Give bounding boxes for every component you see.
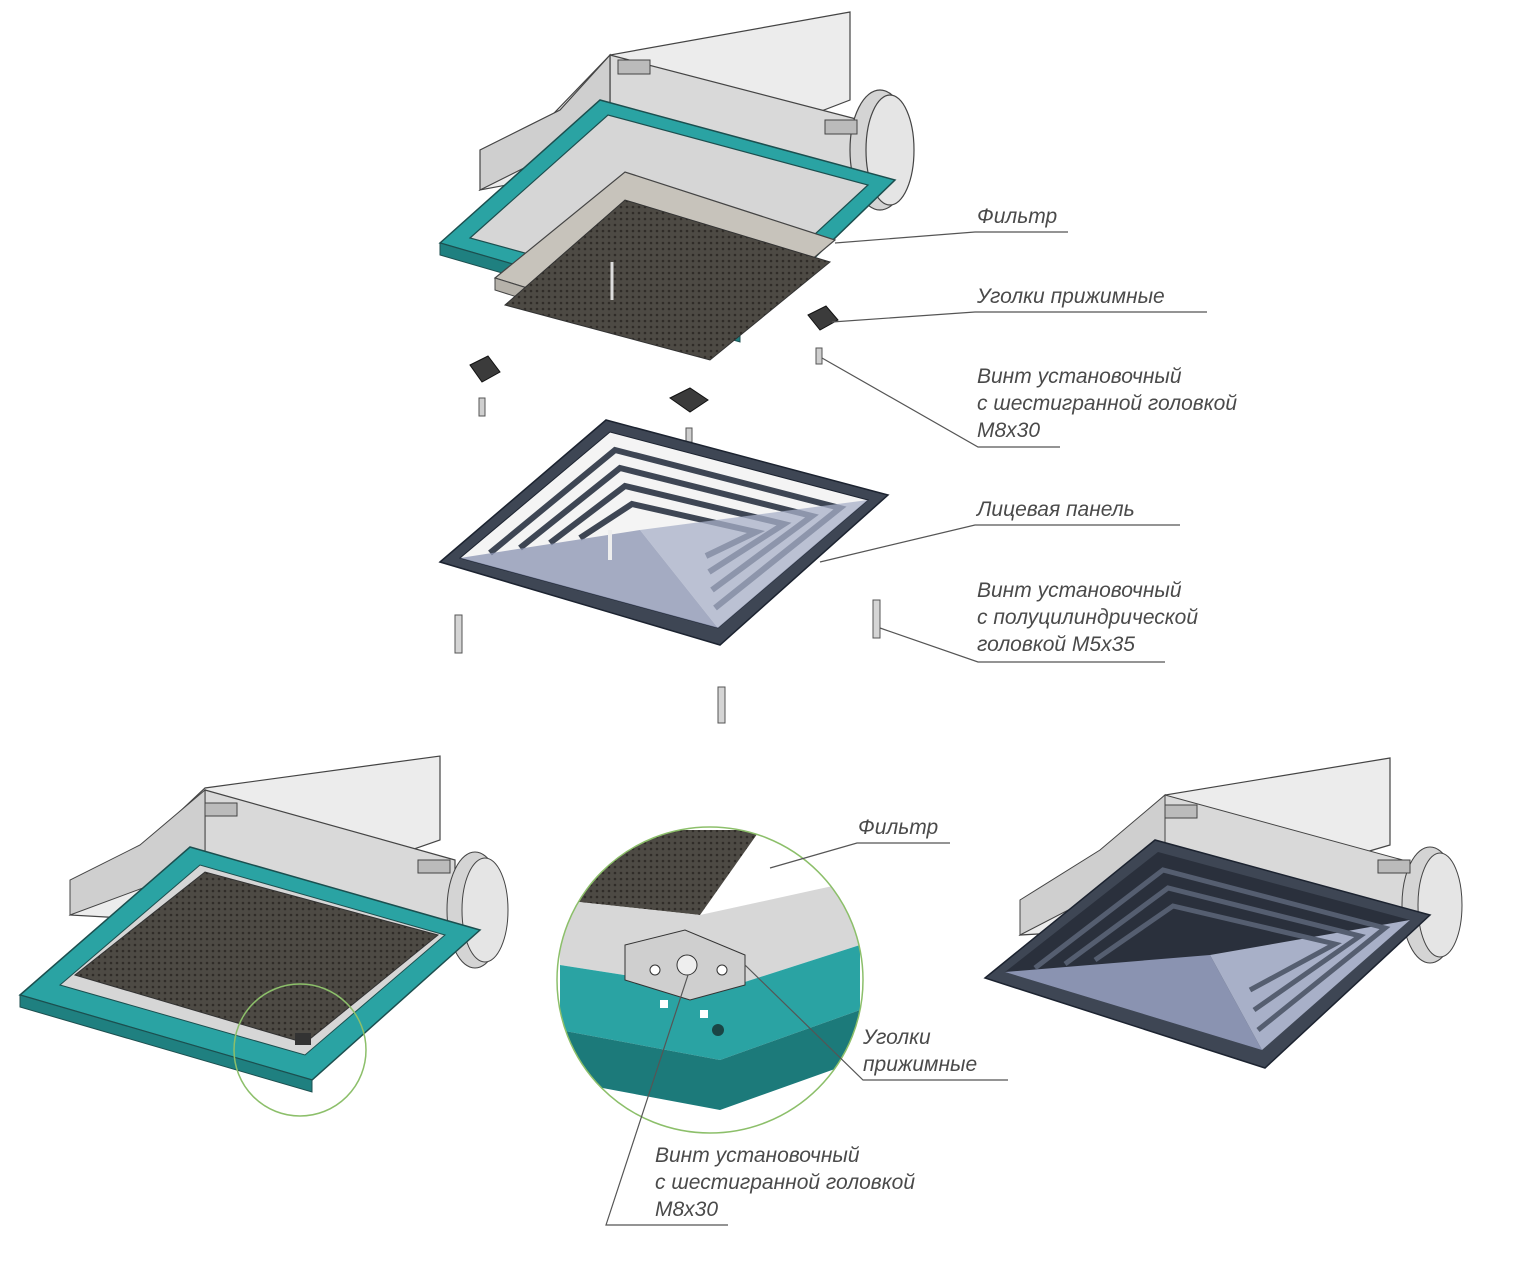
assembly-with-grille bbox=[983, 757, 1463, 1069]
leader-screw-cyl bbox=[879, 627, 1165, 663]
face-panel-grille bbox=[438, 419, 890, 646]
label-filter-detail: Фильтр bbox=[858, 816, 939, 839]
assembly-with-filter bbox=[18, 755, 509, 1117]
label-clamps-top: Уголки прижимные bbox=[977, 285, 1165, 308]
label-clamps-detail: Уголки прижимные bbox=[863, 1026, 978, 1076]
clamp-parts-top bbox=[469, 305, 839, 443]
leader-screw-hex-detail bbox=[605, 974, 728, 1226]
label-filter-top: Фильтр bbox=[977, 205, 1058, 228]
leader-clamps-detail bbox=[744, 964, 1008, 1081]
leader-filter-top bbox=[834, 231, 1068, 244]
leader-clamps-top bbox=[831, 311, 1207, 323]
leader-screw-hex-top bbox=[821, 357, 1060, 448]
label-face-panel: Лицевая панель bbox=[977, 498, 1135, 521]
label-screw-hex-top: Винт установочный с шестигранной головко… bbox=[977, 365, 1237, 442]
label-screw-hex-detail: Винт установочный с шестигранной головко… bbox=[655, 1144, 915, 1221]
detail-view bbox=[556, 826, 864, 1134]
leader-filter-detail bbox=[769, 842, 950, 869]
filter-top bbox=[493, 171, 837, 361]
label-screw-cyl: Винт установочный с полуцилиндрической г… bbox=[977, 579, 1199, 656]
leader-face-panel bbox=[819, 524, 1180, 563]
leader-lines bbox=[605, 231, 1207, 1226]
cyl-screws bbox=[454, 599, 881, 724]
